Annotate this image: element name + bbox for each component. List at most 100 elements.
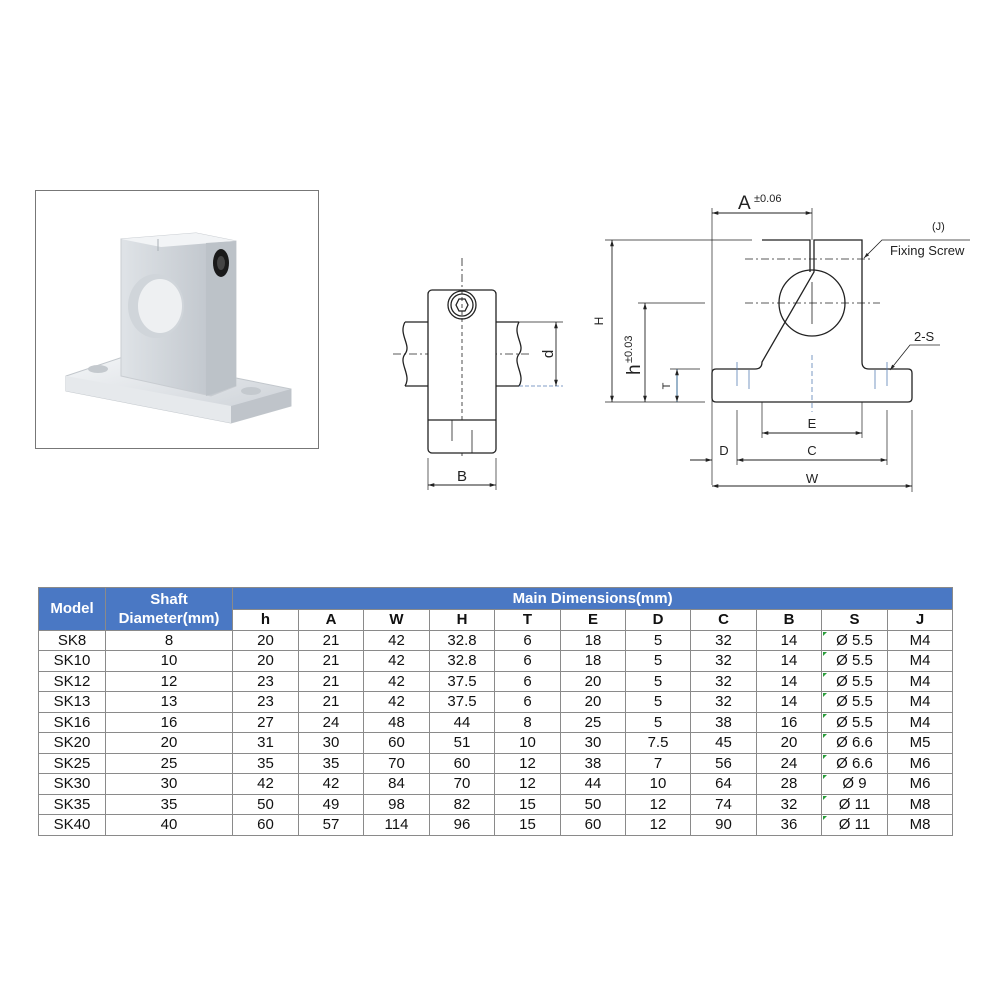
table-cell: 24	[756, 752, 822, 774]
table-cell: 21	[298, 629, 364, 651]
header-model: Model	[38, 587, 106, 631]
table-cell: 96	[429, 814, 495, 836]
table-cell: 12	[105, 670, 233, 692]
column-header-C: C	[690, 609, 757, 631]
table-cell: SK8	[38, 629, 106, 651]
table-cell: 35	[232, 752, 299, 774]
table-cell: 56	[690, 752, 757, 774]
table-cell: 84	[363, 773, 430, 795]
table-cell: 8	[494, 711, 561, 733]
table-cell: 7.5	[625, 732, 691, 754]
table-cell: 14	[756, 691, 822, 713]
table-cell: 74	[690, 793, 757, 815]
table-cell: M6	[886, 752, 954, 774]
table-cell: 32	[756, 793, 822, 815]
technical-drawings: d B A	[393, 193, 970, 492]
table-cell: 44	[429, 711, 495, 733]
table-cell: SK20	[38, 732, 106, 754]
table-cell: 45	[690, 732, 757, 754]
table-cell: 50	[560, 793, 626, 815]
table-cell: 12	[625, 814, 691, 836]
table-cell: SK13	[38, 691, 106, 713]
table-cell: 35	[105, 793, 233, 815]
table-cell: 37.5	[429, 691, 495, 713]
table-cell: 18	[560, 629, 626, 651]
table-cell: 40	[105, 814, 233, 836]
dim-H-label: H	[592, 317, 606, 326]
table-cell: 82	[429, 793, 495, 815]
table-cell: Ø 6.6	[821, 752, 888, 774]
table-cell: 10	[625, 773, 691, 795]
table-cell: Ø 11	[821, 814, 888, 836]
table-cell: 32	[690, 691, 757, 713]
table-cell: 24	[298, 711, 364, 733]
table-cell: SK10	[38, 650, 106, 672]
table-cell: 50	[232, 793, 299, 815]
table-cell: 13	[105, 691, 233, 713]
table-cell: 6	[494, 670, 561, 692]
table-cell: 8	[105, 629, 233, 651]
column-header-S: S	[821, 609, 888, 631]
table-cell: Ø 6.6	[821, 732, 888, 754]
table-cell: 21	[298, 650, 364, 672]
table-cell: SK30	[38, 773, 106, 795]
table-cell: SK16	[38, 711, 106, 733]
table-cell: 6	[494, 650, 561, 672]
screw-code-label: (J)	[932, 221, 945, 233]
table-cell: M4	[886, 711, 954, 733]
table-cell: 42	[363, 650, 430, 672]
table-cell: 30	[560, 732, 626, 754]
table-cell: 5	[625, 670, 691, 692]
table-cell: 20	[232, 629, 299, 651]
table-cell: SK12	[38, 670, 106, 692]
table-cell: 42	[363, 670, 430, 692]
table-header-row: Model Shaft Diameter(mm) Main Dimensions…	[38, 587, 954, 631]
table-cell: Ø 5.5	[821, 650, 888, 672]
dim-h-tolerance: ±0.03	[623, 336, 635, 363]
table-cell: 15	[494, 814, 561, 836]
table-cell: 70	[429, 773, 495, 795]
mounting-hole-label: 2-S	[914, 329, 935, 344]
dim-E-label: E	[808, 416, 817, 431]
dim-T-label: T	[661, 382, 673, 389]
table-cell: 36	[756, 814, 822, 836]
table-cell: 14	[756, 629, 822, 651]
dim-D-label: D	[719, 443, 728, 458]
column-header-J: J	[886, 609, 954, 631]
table-cell: 42	[363, 691, 430, 713]
dim-d-label: d	[540, 350, 557, 358]
table-cell: 20	[756, 732, 822, 754]
table-cell: 21	[298, 670, 364, 692]
table-cell: 23	[232, 691, 299, 713]
header-main-dimensions: Main Dimensions(mm)	[231, 587, 954, 610]
table-cell: 32	[690, 670, 757, 692]
table-cell: 60	[429, 752, 495, 774]
column-header-H: H	[429, 609, 495, 631]
table-cell: Ø 11	[821, 793, 888, 815]
table-cell: 60	[232, 814, 299, 836]
table-cell: 70	[363, 752, 430, 774]
table-cell: 16	[105, 711, 233, 733]
header-shaft-diameter: Shaft Diameter(mm)	[105, 587, 233, 631]
table-cell: 5	[625, 691, 691, 713]
column-header-T: T	[494, 609, 561, 631]
table-cell: 16	[756, 711, 822, 733]
table-cell: SK40	[38, 814, 106, 836]
column-header-E: E	[560, 609, 626, 631]
table-cell: 20	[560, 691, 626, 713]
table-cell: 15	[494, 793, 561, 815]
table-cell: M4	[886, 691, 954, 713]
table-cell: 25	[560, 711, 626, 733]
table-cell: 44	[560, 773, 626, 795]
table-cell: 35	[298, 752, 364, 774]
table-cell: 57	[298, 814, 364, 836]
table-cell: 5	[625, 650, 691, 672]
table-cell: 6	[494, 691, 561, 713]
